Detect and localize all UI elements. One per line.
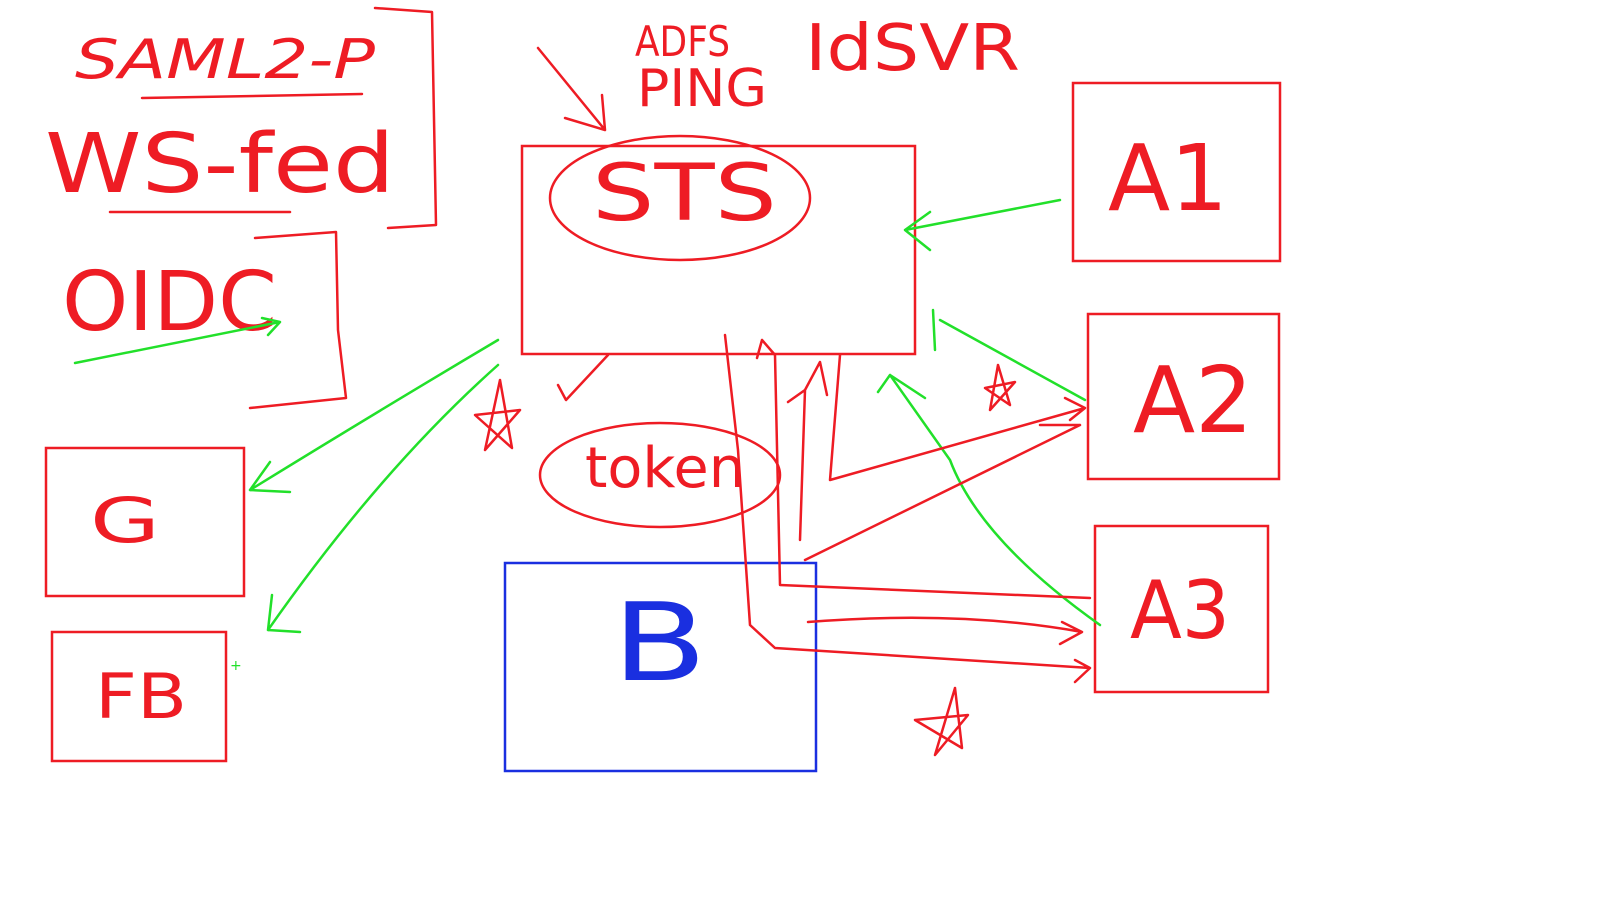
star-mark-bottom (913, 686, 970, 757)
app-a3: A3 (1093, 524, 1270, 694)
plus-mark: + (230, 658, 242, 674)
label-a3: A3 (1130, 564, 1230, 657)
arrow-a1-to-sts (903, 198, 1062, 252)
sts-box (520, 144, 917, 356)
sts-node: STS (520, 134, 917, 356)
label-token: token (585, 436, 745, 501)
star-marks (473, 363, 1017, 757)
saml-underline (140, 92, 364, 100)
label-a1: A1 (1108, 125, 1228, 232)
arrow-a3-to-sts (876, 373, 1102, 627)
label-sts: STS (592, 149, 777, 239)
a3-box (1093, 524, 1270, 694)
sts-circle (548, 134, 812, 262)
a2-box (1086, 312, 1281, 481)
app-a2: A2 (1086, 312, 1281, 481)
idp-products: ADFS PING IdSVR (536, 12, 1020, 132)
protocol-bracket-top (373, 6, 438, 230)
label-g: G (90, 484, 160, 557)
label-b: B (612, 581, 707, 706)
protocol-group: SAML2-P WS-fed OIDC (45, 6, 438, 410)
label-adfs: ADFS (635, 17, 730, 66)
app-g: G (44, 446, 246, 598)
flow-sts-down-to-a3 (723, 333, 1092, 684)
green-arrows (248, 198, 1102, 634)
token-circle (538, 421, 782, 529)
arrow-a2-to-sts (931, 308, 1087, 402)
star-mark-left (473, 378, 522, 452)
label-wsfed: WS-fed (45, 117, 395, 212)
app-a1: A1 (1071, 81, 1282, 263)
label-idsvr: IdSVR (805, 12, 1020, 86)
flow-sts-to-a2 (828, 353, 1087, 482)
token-arrow (556, 353, 610, 402)
flow-b-to-a2 (803, 423, 1082, 562)
oidc-arrow (73, 316, 282, 365)
arrow-sts-to-fb (266, 363, 500, 634)
star-mark-a2 (983, 363, 1017, 412)
label-oidc: OIDC (62, 255, 277, 350)
flow-up-arrow (786, 360, 829, 542)
a1-box (1071, 81, 1282, 263)
red-flows (723, 333, 1092, 684)
label-saml2p: SAML2-P (75, 28, 376, 91)
label-a2: A2 (1133, 347, 1253, 454)
arrow-sts-to-g (248, 338, 500, 494)
app-b: B (503, 561, 818, 773)
protocol-bracket-bottom (248, 230, 348, 410)
flow-b-to-a3 (806, 616, 1084, 646)
sts-pointer-arrow (536, 46, 607, 132)
label-ping: PING (637, 59, 767, 119)
app-fb: FB + (50, 630, 242, 763)
g-box (44, 446, 246, 598)
token-node: token (538, 353, 782, 529)
label-fb: FB (95, 660, 187, 733)
flow-up-into-sts (755, 338, 1092, 600)
b-box (503, 561, 818, 773)
fb-box (50, 630, 228, 763)
